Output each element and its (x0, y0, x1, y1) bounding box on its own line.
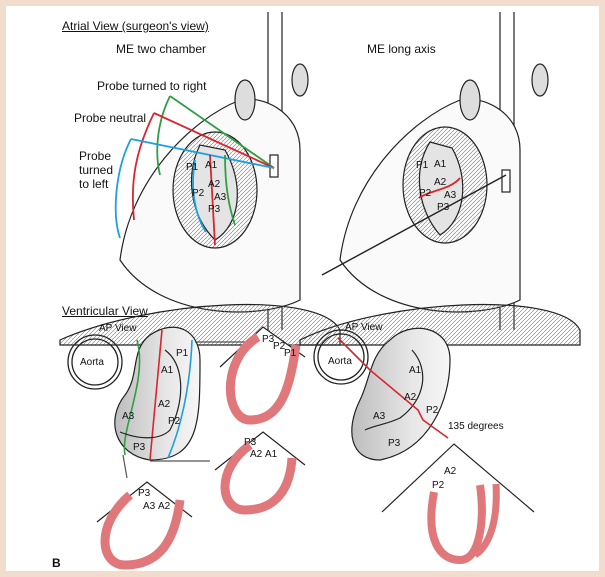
figure-label: B (52, 556, 61, 570)
sector-label: P3 (262, 334, 275, 345)
seg-label: P3 (133, 442, 146, 453)
coaptation-line-left (119, 349, 182, 439)
seg-label: P1 (176, 348, 189, 359)
sector-label: A2 (250, 449, 263, 460)
long-axis-line (418, 177, 461, 199)
cut-left (167, 339, 193, 459)
seg-label: P2 (426, 405, 439, 416)
seg-label: A3 (444, 190, 457, 201)
seg-label: A3 (122, 411, 135, 422)
seg-label: A2 (434, 177, 447, 188)
sector-label: A3 (143, 501, 156, 512)
seg-label: P1 (186, 162, 199, 173)
sector-label: A2 (444, 466, 457, 477)
sector-label: A2 (158, 501, 171, 512)
mitral-valve-right (351, 327, 451, 461)
coaptation-line-right (364, 349, 424, 431)
seg-label: A1 (205, 160, 218, 171)
seg-label: A2 (404, 392, 417, 403)
probe-right-label: Probe turned to right (97, 79, 207, 93)
sector-label: P1 (284, 348, 297, 359)
seg-label: P3 (388, 438, 401, 449)
seg-label: A1 (434, 159, 447, 170)
me-two-chamber-caption: ME two chamber (116, 42, 207, 56)
probe-neutral-label: Probe neutral (74, 111, 147, 125)
aorta-label-left: Aorta (80, 357, 104, 368)
aorta-left (67, 334, 123, 390)
cut-neutral (149, 329, 163, 461)
seg-label: A1 (161, 365, 174, 376)
aorta-label-right: Aorta (328, 356, 352, 367)
sector-mid (214, 431, 306, 515)
probe-left-label-3: to left (79, 177, 109, 191)
sector-label: P3 (138, 488, 151, 499)
beam-left (114, 138, 275, 239)
sector-label: P2 (432, 480, 445, 491)
beam-right (156, 95, 275, 176)
me-long-axis-caption: ME long axis (367, 42, 436, 56)
sector-bottom (96, 481, 193, 570)
probe-left-label-1: Probe (79, 149, 112, 163)
sector-label: P3 (244, 437, 257, 448)
ap-view-right: AP View (345, 322, 383, 333)
seg-label: P1 (416, 160, 429, 171)
sector-label: P2 (273, 341, 286, 352)
seg-label: A1 (409, 365, 422, 376)
atrial-heart-right (299, 12, 581, 346)
probe-beams-left (114, 95, 275, 246)
seg-label: A2 (208, 179, 221, 190)
sector-label: A1 (265, 449, 278, 460)
seg-label: P2 (168, 416, 181, 427)
ap-view-left: AP View (99, 323, 137, 334)
sector-top (219, 326, 306, 425)
seg-label: P2 (192, 188, 205, 199)
seg-label: A3 (214, 192, 227, 203)
ventricular-view-title: Ventricular View (62, 304, 148, 318)
probe-left-label-2: turned (79, 163, 114, 177)
aorta-right (313, 329, 369, 385)
atrial-view-title: Atrial View (surgeon's view) (62, 19, 209, 33)
seg-label: P3 (437, 202, 450, 213)
beam-neutral (131, 112, 275, 221)
sector-right (381, 443, 535, 565)
seg-label: A3 (373, 411, 386, 422)
cut-right (123, 339, 141, 456)
cut-135 (337, 337, 449, 439)
seg-label: P3 (208, 204, 221, 215)
seg-label: A2 (158, 399, 171, 410)
seg-label: P2 (419, 188, 432, 199)
angle-label: 135 degrees (448, 421, 504, 432)
